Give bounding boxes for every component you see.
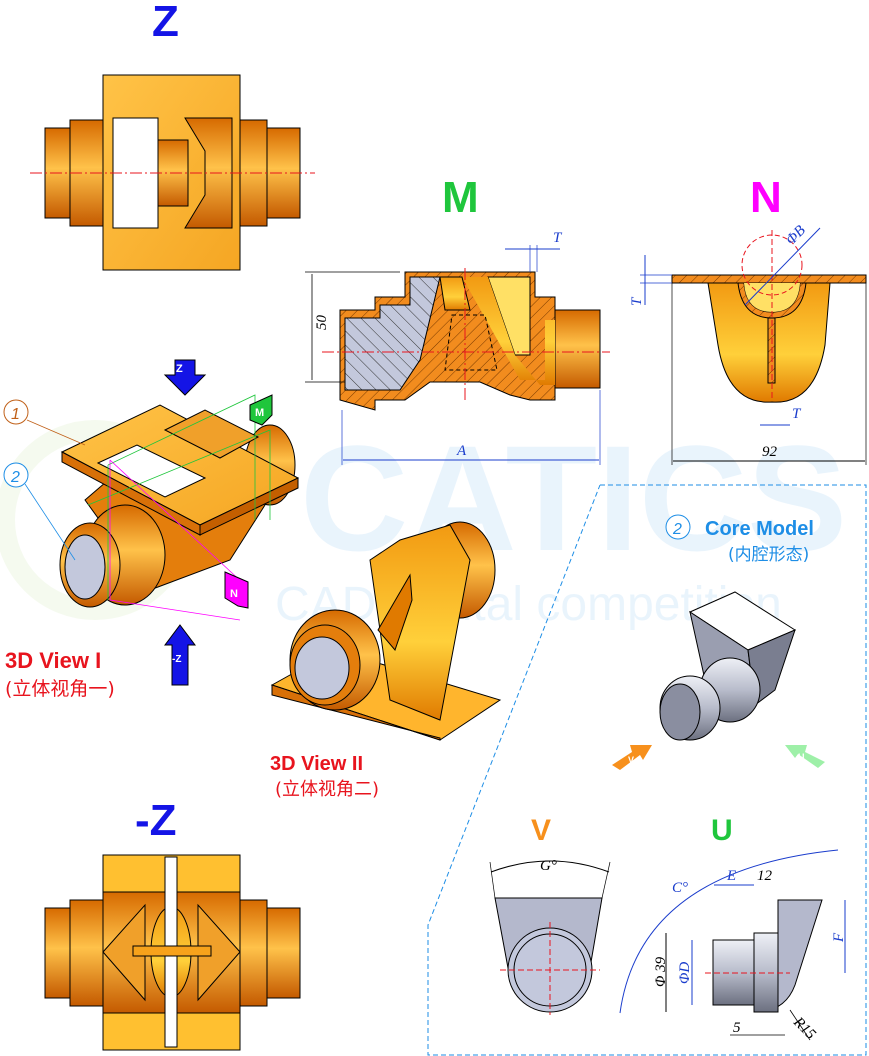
arrow-v-icon xyxy=(612,745,652,770)
dim-height-50: 50 xyxy=(314,315,330,331)
core-model-title: Core Model xyxy=(705,518,814,540)
section-n: ΦB T T 92 xyxy=(629,223,867,465)
dim-diameter-b: ΦB xyxy=(783,223,809,249)
dim-5: 5 xyxy=(733,1020,741,1036)
dim-width-92: 92 xyxy=(762,444,778,460)
top-view-z xyxy=(30,74,315,271)
dim-diameter-d: ΦD xyxy=(677,962,693,984)
v-view: G° xyxy=(489,858,611,1015)
view-3d-1-plane-n: N xyxy=(230,588,238,600)
view-label-z: Z xyxy=(152,0,179,46)
view-label-minus-z: -Z xyxy=(135,796,177,845)
3d-view-2 xyxy=(270,521,502,741)
callout-1 xyxy=(3,399,29,425)
callout-2 xyxy=(3,462,29,488)
view-label-m: M xyxy=(442,173,479,222)
dim-thickness-t: T xyxy=(553,230,563,246)
view-3d-1-callout-1: 1 xyxy=(11,406,20,423)
view-3d-1-arrow-top: Z xyxy=(176,363,183,375)
section-m: 50 A T xyxy=(305,230,610,465)
bottom-view-minus-z xyxy=(44,854,301,1051)
core-model-arrow-u: U xyxy=(798,752,805,762)
dim-diameter-39: Φ 39 xyxy=(653,956,669,987)
u-view: C° E 12 F Φ 39 ΦD 5 R15 xyxy=(619,849,847,1043)
view-3d-1-callout-2: 2 xyxy=(10,469,20,486)
core-model-callout xyxy=(665,514,691,540)
core-model-callout: 2 xyxy=(672,521,682,538)
arrow-minus-z-icon xyxy=(164,624,196,686)
dim-angle-c: C° xyxy=(672,880,688,896)
view-label-n: N xyxy=(750,173,782,222)
core-model-3d: V U xyxy=(612,591,825,770)
3d-view-1-title: 3D View I xyxy=(5,648,101,673)
dim-angle-g: G° xyxy=(540,858,557,874)
dim-f: F xyxy=(831,932,847,943)
dim-thickness-t-rib: T xyxy=(792,406,802,422)
arrow-u-icon xyxy=(785,745,825,768)
dim-r15: R15 xyxy=(789,1014,818,1043)
view-3d-1-plane-m: M xyxy=(255,407,264,419)
view-label-u: U xyxy=(711,814,733,847)
dim-12: 12 xyxy=(757,868,773,884)
3d-view-1: Z M N -Z 1 2 xyxy=(3,359,300,686)
view-label-v: V xyxy=(531,814,551,847)
3d-view-1-subtitle: (立体视角一) xyxy=(5,678,115,700)
plane-m-tag xyxy=(249,394,273,426)
view-3d-1-arrow-bottom: -Z xyxy=(172,654,181,665)
core-model-subtitle: (内腔形态) xyxy=(728,545,809,565)
3d-view-2-title: 3D View II xyxy=(270,753,363,775)
arrow-z-icon xyxy=(163,359,207,396)
dim-thickness-t-top: T xyxy=(629,296,645,306)
dim-e: E xyxy=(726,868,736,884)
plane-n-tag xyxy=(224,571,249,609)
core-model-frame xyxy=(427,484,867,1056)
core-model-arrow-v: V xyxy=(628,755,634,765)
3d-view-2-subtitle: (立体视角二) xyxy=(275,779,379,800)
dim-width-a: A xyxy=(456,443,467,459)
